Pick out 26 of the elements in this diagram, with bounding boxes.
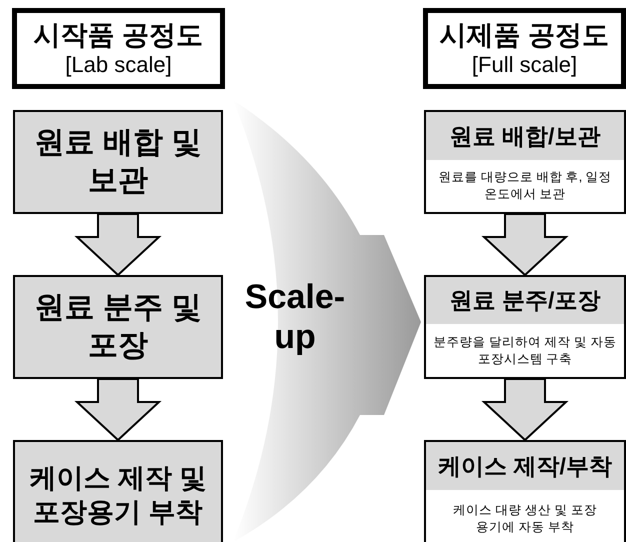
step-label: 원료 배합 및 보관: [34, 125, 202, 199]
block-arrow: [481, 378, 569, 442]
block-arrow: [74, 213, 162, 276]
process-box: [13, 275, 223, 379]
step-label: 케이스 제작 및 포장용기 부착: [28, 462, 208, 529]
step-description: 케이스 대량 생산 및 포장 용기에 자동 부착: [452, 502, 598, 536]
arrow-label: Scale- up: [244, 277, 346, 357]
step-title: 케이스 제작/부착: [426, 442, 624, 490]
step-title: 원료 배합/보관: [426, 112, 624, 160]
process-box: [13, 110, 223, 214]
step-description: 분주량을 달리하여 제작 및 자동 포장시스템 구축: [432, 334, 618, 368]
header-box: [423, 8, 626, 89]
step-title: 원료 분주/포장: [426, 277, 624, 324]
process-box: [424, 440, 626, 542]
header-box: [12, 8, 225, 89]
step-label: 원료 분주 및 포장: [34, 290, 202, 364]
header-title: 시작품 공정도: [34, 18, 204, 50]
header-title: 시제품 공정도: [440, 18, 610, 50]
block-arrow: [481, 213, 569, 276]
process-box: [424, 110, 626, 214]
step-description: 원료를 대량으로 배합 후, 일정 온도에서 보관: [437, 169, 613, 203]
header-subtitle: [Full scale]: [472, 50, 578, 78]
block-arrow: [74, 378, 162, 442]
process-box: [13, 440, 223, 542]
process-box: [424, 275, 626, 379]
header-subtitle: [Lab scale]: [65, 50, 172, 78]
